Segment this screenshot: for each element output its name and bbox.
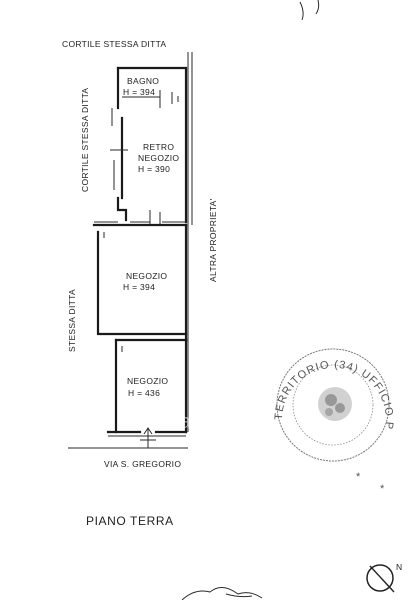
- top-scribble: [299, 0, 320, 21]
- north-arrow-icon: [366, 564, 395, 593]
- stamp-emblem-icon: [318, 387, 352, 421]
- watermark: casa.it: [170, 411, 228, 433]
- left-same-company-label: STESSA DITTA: [67, 289, 77, 352]
- room-retro-line2: NEGOZIO: [138, 153, 179, 163]
- other-property-label: ALTRA PROPRIETA': [208, 198, 218, 282]
- room-retro-line1: RETRO: [143, 142, 174, 152]
- top-courtyard-label: CORTILE STESSA DITTA: [62, 39, 166, 49]
- middle-block-walls: [92, 221, 188, 342]
- lower-block-walls: [106, 338, 188, 437]
- north-label: N: [396, 562, 402, 572]
- room-negozio-2-height: H = 436: [128, 388, 160, 398]
- room-negozio-2-name: NEGOZIO: [127, 376, 168, 386]
- floor-title: PIANO TERRA: [86, 514, 174, 528]
- street-label: VIA S. GREGORIO: [104, 459, 181, 469]
- room-retro-height: H = 390: [138, 164, 170, 174]
- entrance-arrow-icon: [140, 427, 156, 448]
- left-courtyard-label: CORTILE STESSA DITTA: [80, 88, 90, 192]
- bottom-scribble: [225, 593, 253, 598]
- svg-text:*: *: [356, 471, 361, 483]
- room-bagno-height: H = 394: [123, 87, 155, 97]
- signature: [181, 587, 263, 600]
- room-negozio-1-height: H = 394: [123, 282, 155, 292]
- room-bagno-name: BAGNO: [127, 76, 159, 86]
- svg-text:TERRITORIO (34) UFFICIO PROVIN: TERRITORIO (34) UFFICIO PROVINCIALE DI M…: [0, 0, 394, 431]
- room-negozio-1-name: NEGOZIO: [126, 271, 167, 281]
- svg-text:*: *: [380, 483, 385, 495]
